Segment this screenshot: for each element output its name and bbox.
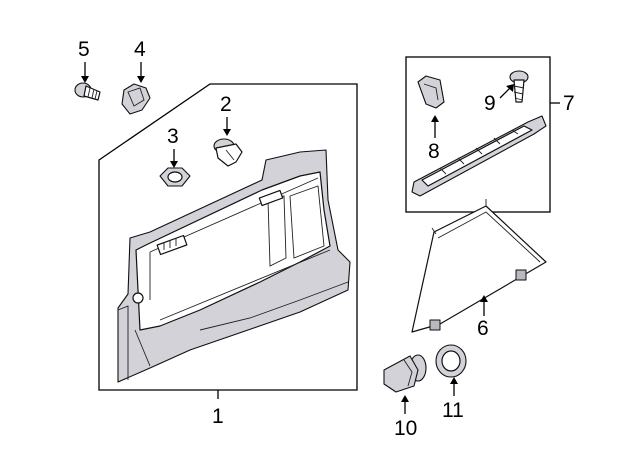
part-6-cargo-panel <box>411 199 547 333</box>
callout-11: 11 <box>442 399 464 422</box>
callout-1: 1 <box>212 405 224 428</box>
part-5-screw <box>74 82 101 101</box>
part-2-push-pin <box>213 138 243 167</box>
part-10-plug <box>383 354 427 393</box>
part-9-screw <box>509 70 529 103</box>
callout-2: 2 <box>220 93 232 116</box>
part-7-retainer-strip <box>411 115 547 197</box>
part-11-grommet <box>435 344 467 378</box>
part-3-nut <box>159 167 191 187</box>
callout-3: 3 <box>167 125 179 148</box>
callout-8: 8 <box>428 140 440 163</box>
callout-7: 7 <box>563 92 575 115</box>
callout-4: 4 <box>134 38 146 61</box>
part-8-clip <box>417 75 445 109</box>
leader-line-9 <box>499 87 511 99</box>
callout-6: 6 <box>477 317 489 340</box>
callout-10: 10 <box>394 417 417 440</box>
panel-assembly-frame <box>98 83 358 391</box>
callout-9: 9 <box>484 92 496 115</box>
part-4-clip <box>121 83 151 115</box>
callout-5: 5 <box>78 38 90 61</box>
quarter-trim-panel <box>117 149 351 383</box>
